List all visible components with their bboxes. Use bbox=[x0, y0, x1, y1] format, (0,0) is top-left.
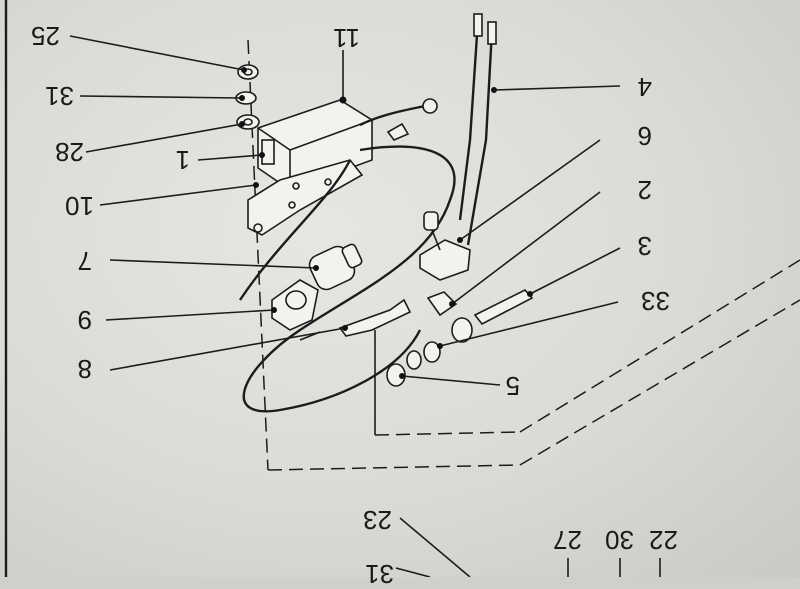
wiring-harness-loop bbox=[242, 145, 456, 413]
callout-6: 6 bbox=[637, 121, 652, 151]
callout-23: 23 bbox=[363, 505, 392, 535]
callout-31: 31 bbox=[45, 81, 74, 111]
callout-33: 33 bbox=[641, 286, 670, 316]
callout-22: 22 bbox=[649, 525, 678, 555]
assembly-guide-line bbox=[519, 299, 800, 466]
relay-wire bbox=[359, 104, 426, 127]
callout-4: 4 bbox=[637, 72, 652, 102]
wiring-harness-loop bbox=[239, 159, 352, 301]
bulb-holder-7 bbox=[308, 243, 363, 291]
exploded-parts-diagram bbox=[4, 0, 800, 577]
cable-end-fitting bbox=[473, 13, 483, 37]
callout-27: 27 bbox=[553, 525, 582, 555]
callout-30: 30 bbox=[605, 525, 634, 555]
mounting-bracket bbox=[247, 159, 364, 236]
clip bbox=[386, 122, 410, 141]
callout-28: 28 bbox=[55, 137, 84, 167]
callout-7: 7 bbox=[77, 246, 92, 276]
connector-2 bbox=[426, 291, 458, 317]
cable-4 bbox=[466, 29, 494, 246]
callout-dots bbox=[239, 67, 533, 379]
switch-6 bbox=[419, 211, 471, 281]
callout-2: 2 bbox=[637, 175, 652, 205]
mounting-axis bbox=[247, 39, 269, 471]
callout-10: 10 bbox=[65, 191, 94, 221]
clip-8 bbox=[338, 298, 412, 337]
callout-31-bottom: 31 bbox=[365, 559, 394, 589]
assembly-guide-line bbox=[374, 431, 521, 436]
assembly-guide-line bbox=[519, 259, 800, 433]
callout-9: 9 bbox=[77, 305, 92, 335]
cable-4 bbox=[458, 19, 480, 221]
callout-label-layer: 25 31 28 11 4 6 1 10 2 3 7 33 9 8 5 23 2… bbox=[31, 21, 678, 589]
assembly-guide-line bbox=[267, 464, 521, 471]
callout-25: 25 bbox=[31, 21, 60, 51]
callout-8: 8 bbox=[77, 354, 92, 384]
leader-lines bbox=[69, 35, 661, 577]
bracket-9 bbox=[271, 279, 319, 331]
callout-11: 11 bbox=[333, 23, 360, 53]
shaft-assembly bbox=[386, 289, 534, 387]
cable-end-fitting bbox=[487, 21, 497, 45]
eye-terminal bbox=[422, 98, 438, 114]
callout-3: 3 bbox=[637, 231, 652, 261]
callout-1: 1 bbox=[175, 145, 190, 175]
callout-5: 5 bbox=[505, 371, 520, 401]
